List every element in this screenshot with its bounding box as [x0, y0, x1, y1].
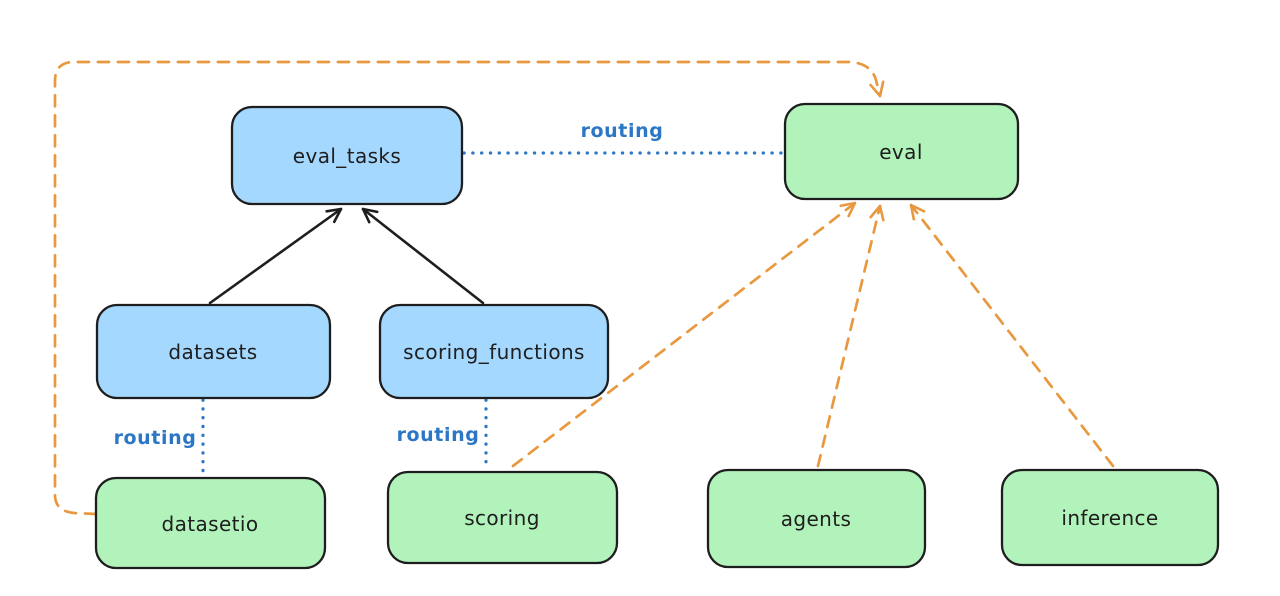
routing-label-top: routing — [581, 120, 664, 142]
node-scoring-functions-label: scoring_functions — [403, 340, 585, 364]
node-agents-label: agents — [781, 507, 852, 531]
node-scoring: scoring — [386, 470, 619, 565]
edge-scoring-functions-to-eval-tasks — [361, 207, 485, 305]
node-datasets-box — [95, 303, 332, 400]
node-scoring-functions: scoring_functions — [378, 303, 610, 400]
node-eval-label: eval — [879, 140, 923, 164]
node-scoring-box — [386, 470, 619, 565]
node-inference-label: inference — [1061, 506, 1158, 530]
node-scoring-functions-box — [378, 303, 610, 400]
routing-label-datasets: routing — [114, 427, 197, 449]
node-datasetio-box — [94, 476, 327, 570]
edge-datasets-to-eval-tasks — [208, 207, 343, 305]
node-inference: inference — [1000, 468, 1220, 567]
node-scoring-label: scoring — [464, 506, 540, 530]
edge-scoring-to-eval — [511, 201, 857, 468]
node-inference-box — [1000, 468, 1220, 567]
node-eval-tasks-label: eval_tasks — [293, 144, 401, 168]
node-eval-box — [783, 102, 1020, 201]
node-agents-box — [706, 468, 927, 569]
node-datasetio: datasetio — [94, 476, 327, 570]
node-agents: agents — [706, 468, 927, 569]
node-datasets: datasets — [95, 303, 332, 400]
edge-inference-to-eval — [909, 203, 1115, 468]
node-eval: eval — [783, 102, 1020, 201]
node-datasetio-label: datasetio — [161, 512, 258, 536]
node-eval-tasks: eval_tasks — [230, 105, 464, 206]
node-eval-tasks-box — [230, 105, 464, 206]
routing-label-scoring: routing — [397, 424, 480, 446]
edge-datasetio-to-eval — [53, 60, 885, 516]
edge-agents-to-eval — [816, 204, 885, 468]
node-datasets-label: datasets — [168, 340, 257, 364]
